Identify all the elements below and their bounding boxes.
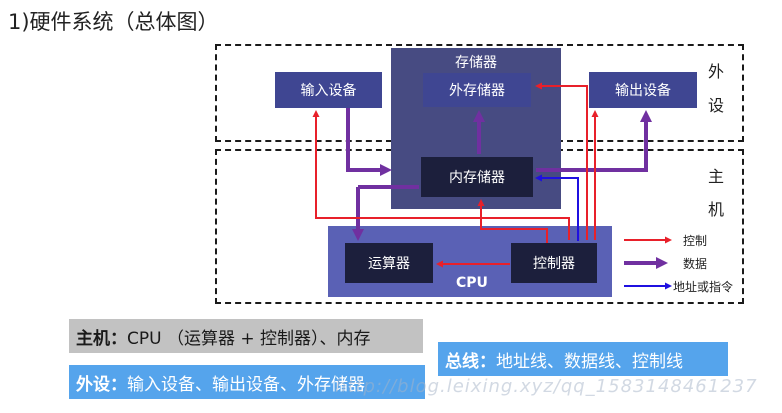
peripheral-label-1: 外 (708, 62, 725, 81)
host-summary: 主机： CPU （运算器 + 控制器）、内存 (69, 319, 423, 353)
host-summary-key: 主机： (76, 328, 127, 349)
host-label-2: 机 (708, 200, 725, 219)
host-summary-value: CPU （运算器 + 控制器）、内存 (127, 328, 371, 349)
peripheral-summary-value: 输入设备、输出设备、外存储器 (127, 374, 365, 395)
control-arrow-to-external (535, 82, 588, 240)
bus-summary-value: 地址线、数据线、控制线 (496, 351, 683, 372)
alu-box: 运算器 (345, 243, 433, 283)
host-label-1: 主 (708, 167, 725, 186)
legend-address-label: 地址或指令 (673, 280, 734, 294)
controller-box: 控制器 (511, 243, 597, 283)
legend-data-label: 数据 (683, 257, 708, 271)
memory-label: 存储器 (455, 55, 497, 71)
output-device-box: 输出设备 (589, 72, 697, 108)
data-arrow-input-to-memory (346, 108, 392, 176)
address-arrow-controller-to-memory (535, 174, 579, 241)
data-arrow-memory-to-output (536, 110, 652, 172)
input-device-box: 输入设备 (275, 72, 382, 108)
control-arrow-to-input (312, 110, 570, 240)
page-title: 1)硬件系统（总体图） (8, 10, 219, 34)
external-storage-box: 外存储器 (423, 73, 531, 107)
watermark: http://blog.leixing.xyz/qq_1583148461237 (335, 376, 758, 397)
legend-control-label: 控制 (683, 234, 708, 248)
peripheral-summary-key: 外设： (76, 374, 127, 395)
bus-summary-key: 总线： (445, 351, 496, 372)
internal-storage-box: 内存储器 (421, 157, 533, 197)
control-arrow-to-memory (477, 199, 548, 243)
cpu-label: CPU (456, 275, 488, 291)
bus-summary: 总线： 地址线、数据线、控制线 (438, 342, 728, 376)
peripheral-label-2: 设 (708, 96, 725, 115)
peripheral-summary: 外设： 输入设备、输出设备、外存储器 (69, 365, 425, 399)
